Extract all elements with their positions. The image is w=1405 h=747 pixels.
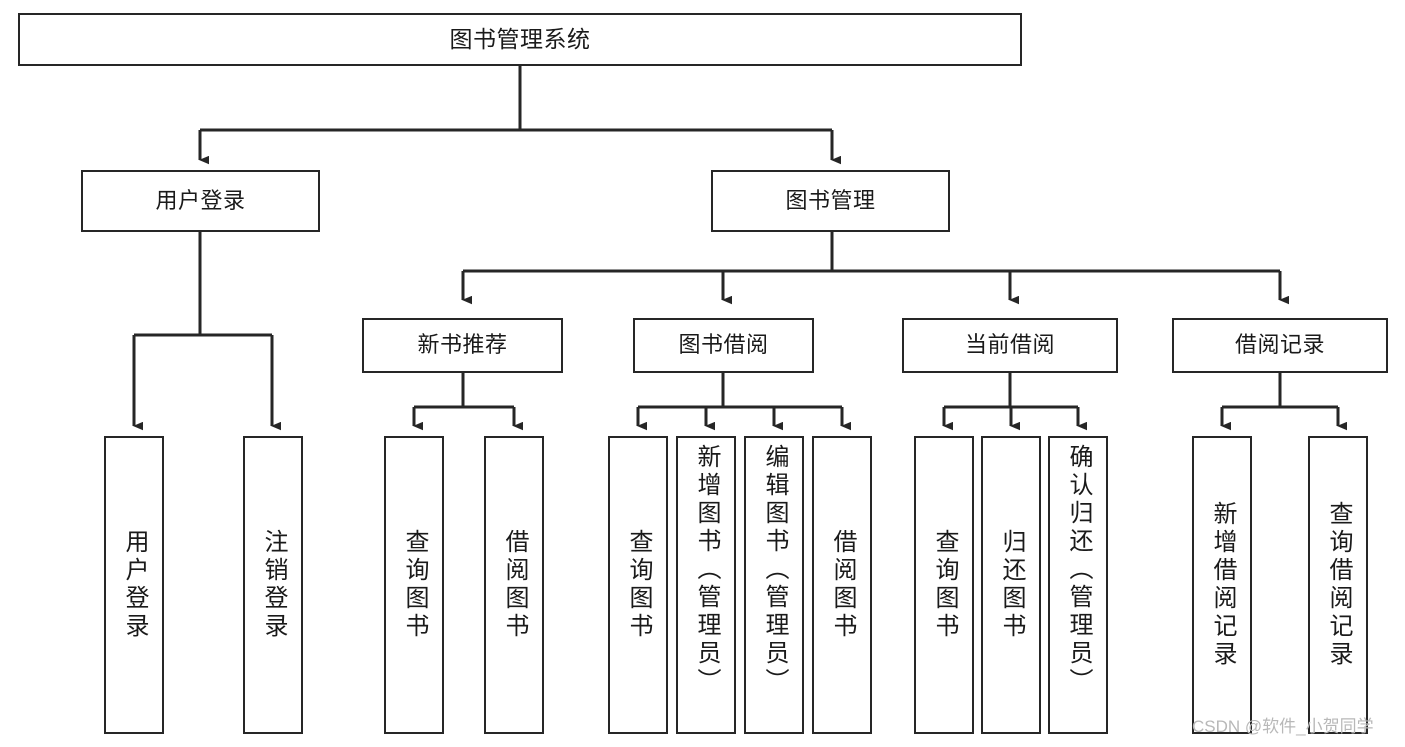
node-root-system-label: 图书管理系统 [449, 25, 591, 52]
leaf-query-book-1-label: 查询图书 [401, 529, 428, 641]
leaf-logout-login-label: 注销登录 [260, 529, 287, 641]
leaf-logout-login[interactable]: 注销登录 [243, 436, 303, 734]
leaf-confirm-return[interactable]: 确认归还（管理员） [1048, 436, 1108, 734]
node-book-manage[interactable]: 图书管理 [711, 170, 950, 232]
leaf-add-record-label: 新增借阅记录 [1209, 501, 1236, 669]
leaf-query-book-2[interactable]: 查询图书 [608, 436, 668, 734]
leaf-borrow-book-1-label: 借阅图书 [501, 529, 528, 641]
node-book-manage-label: 图书管理 [785, 187, 876, 213]
leaf-query-book-3-label: 查询图书 [931, 529, 958, 641]
node-new-book-recommend-label: 新书推荐 [417, 332, 508, 358]
node-book-borrow[interactable]: 图书借阅 [633, 318, 814, 373]
leaf-edit-book[interactable]: 编辑图书（管理员） [744, 436, 804, 734]
leaf-return-book-label: 归还图书 [998, 529, 1025, 641]
leaf-borrow-book-2-label: 借阅图书 [829, 529, 856, 641]
leaf-query-book-1[interactable]: 查询图书 [384, 436, 444, 734]
node-current-borrow[interactable]: 当前借阅 [902, 318, 1118, 373]
leaf-user-login[interactable]: 用户登录 [104, 436, 164, 734]
node-book-borrow-label: 图书借阅 [678, 332, 769, 358]
node-user-login-label: 用户登录 [155, 187, 246, 213]
node-borrow-record-label: 借阅记录 [1234, 332, 1325, 358]
node-current-borrow-label: 当前借阅 [964, 332, 1055, 358]
leaf-add-record[interactable]: 新增借阅记录 [1192, 436, 1252, 734]
leaf-add-book-label: 新增图书（管理员） [693, 444, 720, 696]
leaf-borrow-book-1[interactable]: 借阅图书 [484, 436, 544, 734]
node-new-book-recommend[interactable]: 新书推荐 [362, 318, 563, 373]
leaf-query-record-label: 查询借阅记录 [1325, 501, 1352, 669]
leaf-confirm-return-label: 确认归还（管理员） [1065, 444, 1092, 696]
leaf-borrow-book-2[interactable]: 借阅图书 [812, 436, 872, 734]
leaf-add-book[interactable]: 新增图书（管理员） [676, 436, 736, 734]
node-root-system[interactable]: 图书管理系统 [18, 13, 1022, 66]
leaf-return-book[interactable]: 归还图书 [981, 436, 1041, 734]
leaf-query-book-2-label: 查询图书 [625, 529, 652, 641]
node-borrow-record[interactable]: 借阅记录 [1172, 318, 1388, 373]
node-user-login[interactable]: 用户登录 [81, 170, 320, 232]
leaf-edit-book-label: 编辑图书（管理员） [761, 444, 788, 696]
leaf-query-book-3[interactable]: 查询图书 [914, 436, 974, 734]
leaf-user-login-label: 用户登录 [121, 529, 148, 641]
leaf-query-record[interactable]: 查询借阅记录 [1308, 436, 1368, 734]
